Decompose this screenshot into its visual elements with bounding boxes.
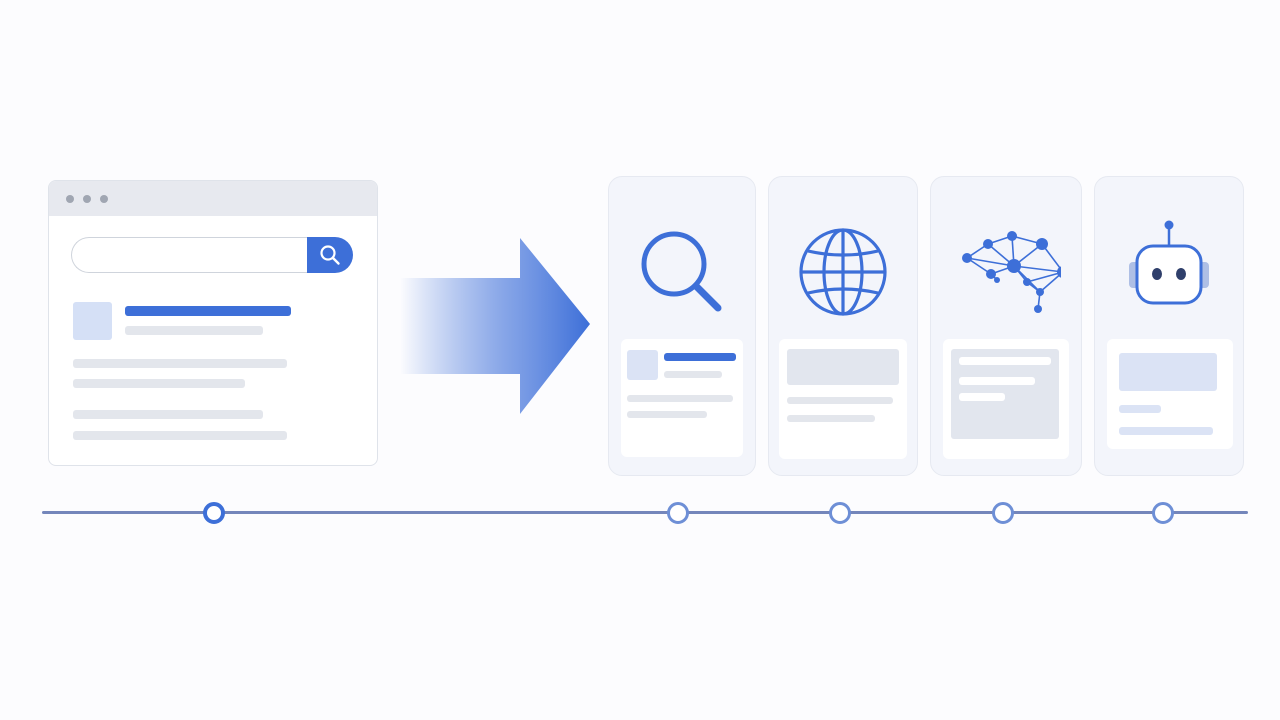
card-web xyxy=(768,176,918,476)
result-title-line[interactable] xyxy=(125,306,291,316)
content-block xyxy=(1119,353,1217,391)
search-button[interactable] xyxy=(307,237,353,273)
text-line xyxy=(627,395,733,402)
result-thumbnail xyxy=(73,302,112,340)
text-line xyxy=(959,393,1005,401)
timeline-node xyxy=(1152,502,1174,524)
timeline-axis xyxy=(42,511,1248,514)
magnifier-icon xyxy=(641,231,722,312)
text-line xyxy=(73,431,287,440)
card-content-panel xyxy=(779,339,907,459)
text-line xyxy=(1119,427,1213,435)
window-dot xyxy=(66,195,74,203)
text-line xyxy=(73,410,263,419)
browser-title-bar xyxy=(49,181,377,216)
text-line xyxy=(73,379,245,388)
card-content-panel xyxy=(1107,339,1233,449)
text-line xyxy=(627,411,707,418)
card-ai-assistant xyxy=(1094,176,1244,476)
arrow-right-icon xyxy=(400,238,590,414)
text-line xyxy=(959,377,1035,385)
result-snippet-line xyxy=(664,371,722,378)
card-content-panel xyxy=(943,339,1069,459)
text-line xyxy=(787,397,893,404)
neural-network-icon xyxy=(962,231,1061,313)
search-icon xyxy=(320,245,340,265)
result-title-line xyxy=(664,353,736,361)
card-ai-network xyxy=(930,176,1082,476)
text-line xyxy=(959,357,1051,365)
result-snippet-line xyxy=(125,326,263,335)
result-thumbnail xyxy=(627,350,658,380)
card-search xyxy=(608,176,756,476)
window-dot xyxy=(100,195,108,203)
search-input[interactable] xyxy=(71,237,309,273)
timeline-node xyxy=(829,502,851,524)
timeline-node xyxy=(667,502,689,524)
robot-icon xyxy=(1129,220,1209,305)
globe-icon xyxy=(799,228,887,316)
text-line xyxy=(787,415,875,422)
content-block xyxy=(787,349,899,385)
text-line xyxy=(1119,405,1161,413)
text-line xyxy=(73,359,287,368)
window-dot xyxy=(83,195,91,203)
timeline-node xyxy=(992,502,1014,524)
browser-window xyxy=(48,180,378,466)
timeline-node xyxy=(203,502,225,524)
card-content-panel xyxy=(621,339,743,457)
